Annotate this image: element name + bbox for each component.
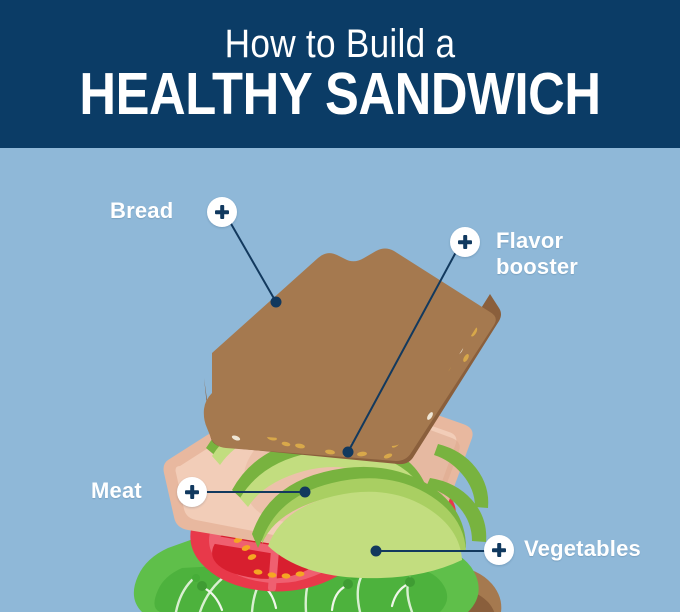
- header-banner: How to Build a HEALTHY SANDWICH: [0, 0, 680, 148]
- plus-icon-bread[interactable]: [207, 197, 237, 227]
- callout-label-meat: Meat: [91, 478, 142, 503]
- plus-icon-meat[interactable]: [177, 477, 207, 507]
- callout-label-flavor-booster-line1: Flavor: [496, 228, 564, 253]
- plus-icon-vegetables[interactable]: [484, 535, 514, 565]
- subtitle: How to Build a: [224, 22, 456, 66]
- callout-label-vegetables: Vegetables: [524, 536, 641, 561]
- callout-label-flavor-booster-line2: booster: [496, 254, 579, 279]
- plus-icon-flavor-booster[interactable]: [450, 227, 480, 257]
- page-title: HEALTHY SANDWICH: [79, 61, 601, 127]
- callout-label-bread: Bread: [110, 198, 174, 223]
